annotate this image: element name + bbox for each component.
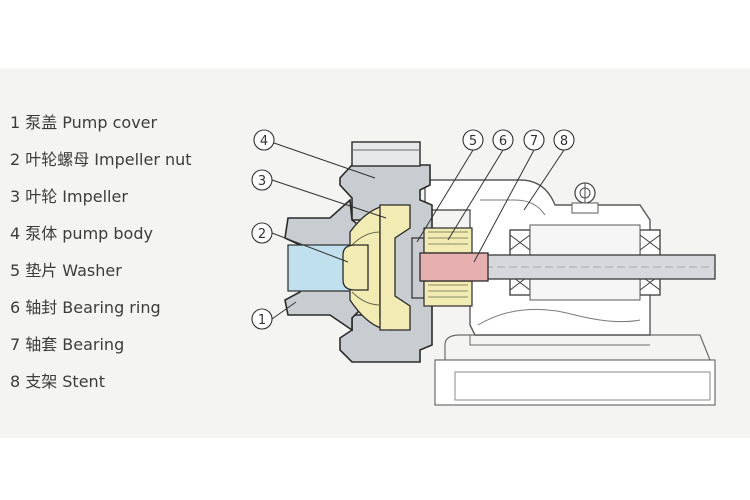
callout-7: 7 xyxy=(523,129,545,151)
callout-2: 2 xyxy=(251,222,273,244)
callout-5: 5 xyxy=(462,129,484,151)
inlet-channel xyxy=(287,244,351,292)
pump-base xyxy=(434,334,716,406)
callout-number: 7 xyxy=(530,134,538,149)
legend-number: 7 xyxy=(10,335,21,354)
callout-number: 3 xyxy=(258,174,266,189)
legend-label: 轴封 Bearing ring xyxy=(25,298,161,317)
callout-number: 8 xyxy=(560,134,568,149)
legend-label: 叶轮 Impeller xyxy=(25,187,128,206)
callout-number: 1 xyxy=(258,313,266,328)
callout-leaders xyxy=(271,142,565,320)
legend-number: 8 xyxy=(10,372,21,391)
impeller-nut xyxy=(342,244,369,291)
legend-label: 垫片 Washer xyxy=(25,261,122,280)
callout-number: 6 xyxy=(499,134,507,149)
legend-number: 2 xyxy=(10,150,21,169)
shaft-sleeve xyxy=(419,252,489,282)
legend-number: 4 xyxy=(10,224,21,243)
legend-label: 叶轮螺母 Impeller nut xyxy=(25,150,192,169)
callout-8: 8 xyxy=(553,129,575,151)
callout-4: 4 xyxy=(253,129,275,151)
callout-6: 6 xyxy=(492,129,514,151)
callout-1: 1 xyxy=(251,308,273,330)
bearing-ring-seal xyxy=(423,227,473,307)
legend-label: 泵盖 Pump cover xyxy=(25,113,158,132)
legend-number: 1 xyxy=(10,113,21,132)
callout-number: 4 xyxy=(260,134,268,149)
legend-label: 泵体 pump body xyxy=(25,224,153,243)
legend-label: 支架 Stent xyxy=(25,372,105,391)
pump-cross-section-diagram: 1 2 3 4 5 6 7 8 xyxy=(251,129,716,406)
callout-3: 3 xyxy=(251,169,273,191)
legend-number: 6 xyxy=(10,298,21,317)
callout-number: 2 xyxy=(258,227,266,242)
legend-number: 3 xyxy=(10,187,21,206)
callout-number: 5 xyxy=(469,134,477,149)
legend-label: 轴套 Bearing xyxy=(25,335,125,354)
impeller xyxy=(349,204,411,331)
legend-number: 5 xyxy=(10,261,21,280)
